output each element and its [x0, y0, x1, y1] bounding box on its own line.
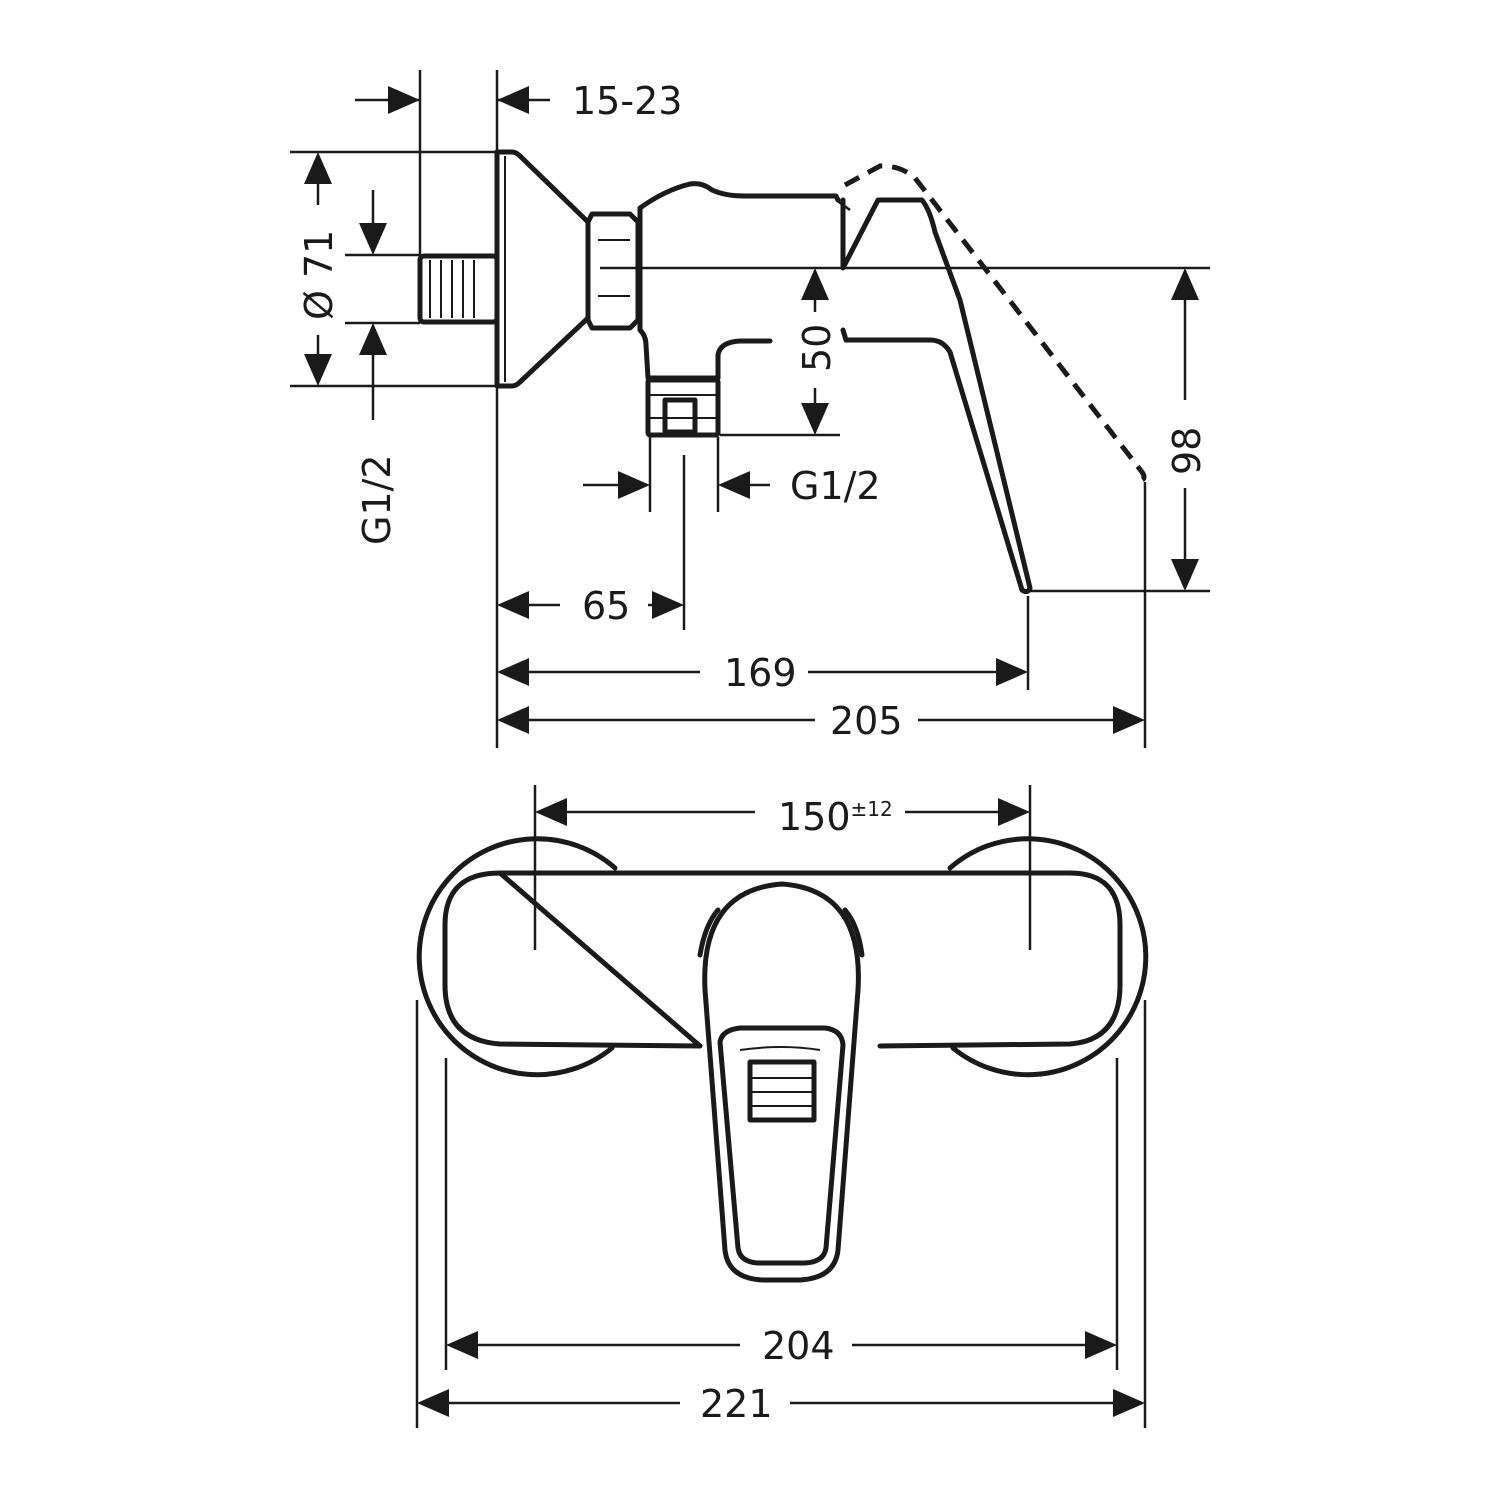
- front-view: 150±12 204: [415, 785, 1149, 1428]
- connection-nut: [585, 211, 641, 331]
- dim-total-projection: 205: [830, 699, 903, 743]
- outlet-thread: [645, 377, 721, 438]
- dim-outlet-height: 50: [795, 324, 839, 372]
- dim-inlet-thread: G1/2: [355, 454, 399, 545]
- dim-centres: 150±12: [778, 795, 893, 839]
- inlet-thread: [417, 253, 500, 325]
- lever: [840, 197, 1033, 595]
- dim-height: 98: [1165, 427, 1209, 475]
- dim-wall-depth: 15-23: [572, 79, 682, 123]
- dim-outlet-thread: G1/2: [790, 464, 881, 508]
- mixer-body: [637, 205, 773, 381]
- left-rosette: [416, 836, 618, 1078]
- dim-total-width: 221: [700, 1382, 773, 1426]
- side-view: 15-23 Ø 71 G1/2: [290, 70, 1210, 748]
- rosette: [494, 149, 591, 389]
- mixer-body-front: [442, 870, 1123, 1049]
- right-rosette: [947, 836, 1149, 1078]
- lever-alternate-position: [843, 163, 1147, 483]
- dim-lever-projection: 169: [724, 651, 797, 695]
- dim-rosette-diameter: Ø 71: [297, 230, 341, 320]
- dim-body-width: 204: [762, 1324, 835, 1368]
- handle-front: [697, 881, 865, 1283]
- dim-outlet-offset: 65: [582, 584, 630, 628]
